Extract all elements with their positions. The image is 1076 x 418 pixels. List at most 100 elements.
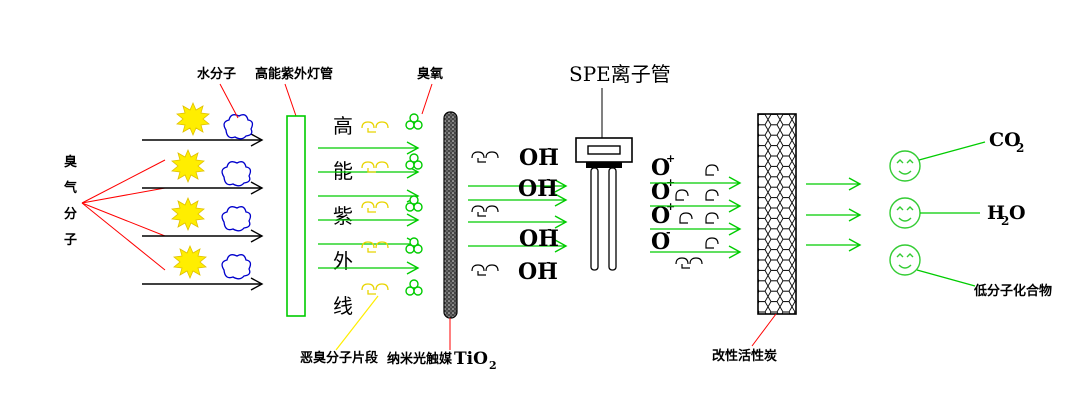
water-molecule-icon	[221, 254, 252, 280]
svg-text:H: H	[987, 202, 1005, 224]
ion-stage-fragments	[675, 164, 719, 269]
co2-label: CO 2	[989, 129, 1024, 155]
ozone-icon	[405, 113, 423, 130]
post-plate-fragments	[471, 151, 499, 276]
odor-fragment-icon	[361, 161, 389, 173]
hydroxyl-1: OH-	[519, 142, 559, 171]
uv-char-2: 能	[333, 159, 353, 183]
svg-text:OH: OH	[518, 176, 558, 202]
low-molecule-label: 低分子化合物	[973, 283, 1052, 299]
ozone-label: 臭氧	[417, 66, 443, 82]
activated-carbon-block	[757, 113, 797, 315]
odor-fragment-leader	[335, 295, 379, 351]
svg-text:O: O	[651, 203, 670, 229]
odor-molecules	[171, 101, 210, 280]
svg-text:OH: OH	[519, 145, 559, 171]
tio2-main: TiO	[454, 349, 488, 369]
oxygen-ion-1: O+	[651, 152, 675, 181]
svg-text:O: O	[651, 155, 670, 181]
ozone-leader	[421, 83, 433, 115]
odor-molecule-icon	[176, 101, 210, 137]
svg-text:2: 2	[1016, 141, 1024, 155]
uv-lamp-tube	[286, 115, 306, 317]
ozone-molecules	[405, 113, 423, 296]
svg-text:-: -	[546, 173, 551, 186]
fragment-icon	[705, 212, 719, 224]
fragment-icon	[705, 237, 719, 249]
fragment-icon	[471, 264, 499, 276]
photocatalyst-label: 纳米光触媒 TiO 2	[387, 349, 497, 372]
svg-text:O: O	[651, 179, 670, 205]
svg-text:OH: OH	[519, 226, 559, 252]
photocatalyst-stage-arrows	[468, 179, 568, 253]
photocatalyst-text: 纳米光触媒	[387, 351, 453, 367]
fragment-icon	[675, 257, 703, 269]
svg-text:-: -	[547, 142, 552, 155]
odor-fragment-icon	[361, 121, 389, 133]
fragment-icon	[679, 212, 693, 224]
oxygen-ion-3: O+	[651, 200, 675, 229]
spe-ion-tube	[575, 137, 633, 271]
svg-text:CO: CO	[989, 129, 1021, 151]
uv-char-5: 线	[333, 294, 353, 318]
water-molecules	[221, 114, 254, 280]
oxygen-species: O+ O+ O+ O-	[651, 152, 675, 255]
hydroxyl-4: OH-	[518, 256, 558, 285]
activated-carbon-label: 改性活性炭	[712, 348, 777, 364]
odor-fragments	[361, 121, 389, 295]
ozone-icon	[405, 237, 423, 254]
output-arrows	[806, 177, 862, 252]
svg-text:O: O	[651, 229, 670, 255]
uv-light-label: 高 能 紫 外 线	[333, 114, 353, 318]
hydroxyl-3: OH-	[519, 223, 559, 252]
product-leaders	[916, 141, 986, 287]
water-molecule-icon	[221, 206, 252, 232]
odor-fragment-icon	[361, 241, 389, 253]
oxygen-ion-4: O-	[651, 226, 671, 255]
water-molecule-leader	[219, 83, 239, 119]
fragment-icon	[471, 205, 499, 217]
svg-text:+: +	[666, 152, 675, 165]
svg-text:-: -	[666, 226, 671, 239]
uv-char-4: 外	[333, 249, 353, 273]
ozone-icon	[405, 279, 423, 296]
ozone-icon	[405, 153, 423, 170]
odor-molecule-icon	[171, 196, 205, 232]
smiley-icon	[889, 244, 921, 276]
uv-char-1: 高	[333, 114, 353, 138]
svg-text:2: 2	[1001, 214, 1009, 228]
odor-gas-char-4: 子	[64, 233, 77, 248]
fragment-icon	[675, 189, 689, 201]
uv-char-3: 紫	[333, 204, 353, 228]
odor-gas-leaders	[81, 159, 166, 271]
svg-text:-: -	[547, 223, 552, 236]
odor-fragment-label: 恶臭分子片段	[300, 350, 378, 366]
water-molecule-icon	[223, 114, 254, 140]
water-molecule-label: 水分子	[197, 66, 236, 82]
odor-gas-char-3: 分	[64, 206, 77, 222]
odor-molecule-icon	[173, 244, 207, 280]
svg-text:OH: OH	[518, 259, 558, 285]
uv-lamp-label: 高能紫外灯管	[255, 66, 333, 82]
hydroxyl-labels: OH- OH- OH- OH-	[518, 142, 559, 285]
odor-gas-label: 臭 气 分 子	[64, 154, 77, 248]
svg-text:-: -	[546, 256, 551, 269]
svg-text:SPE离子管: SPE离子管	[569, 62, 671, 86]
fragment-icon	[705, 189, 719, 201]
svg-text:O: O	[1009, 202, 1026, 224]
h2o-label: H 2 O	[987, 202, 1026, 228]
water-molecule-icon	[221, 161, 252, 187]
uv-lamp-leader	[284, 83, 297, 117]
odor-fragment-icon	[361, 283, 389, 295]
odor-gas-char-1: 臭	[64, 154, 77, 170]
odor-fragment-icon	[361, 201, 389, 213]
photocatalyst-plate	[443, 111, 458, 319]
odor-gas-char-2: 气	[64, 180, 77, 196]
activated-carbon-leader	[751, 313, 777, 347]
fragment-icon	[705, 164, 719, 176]
tio2-sub: 2	[489, 359, 497, 372]
input-arrows	[142, 133, 264, 291]
smiley-icon	[889, 150, 921, 182]
ion-stage-arrows	[650, 176, 742, 259]
